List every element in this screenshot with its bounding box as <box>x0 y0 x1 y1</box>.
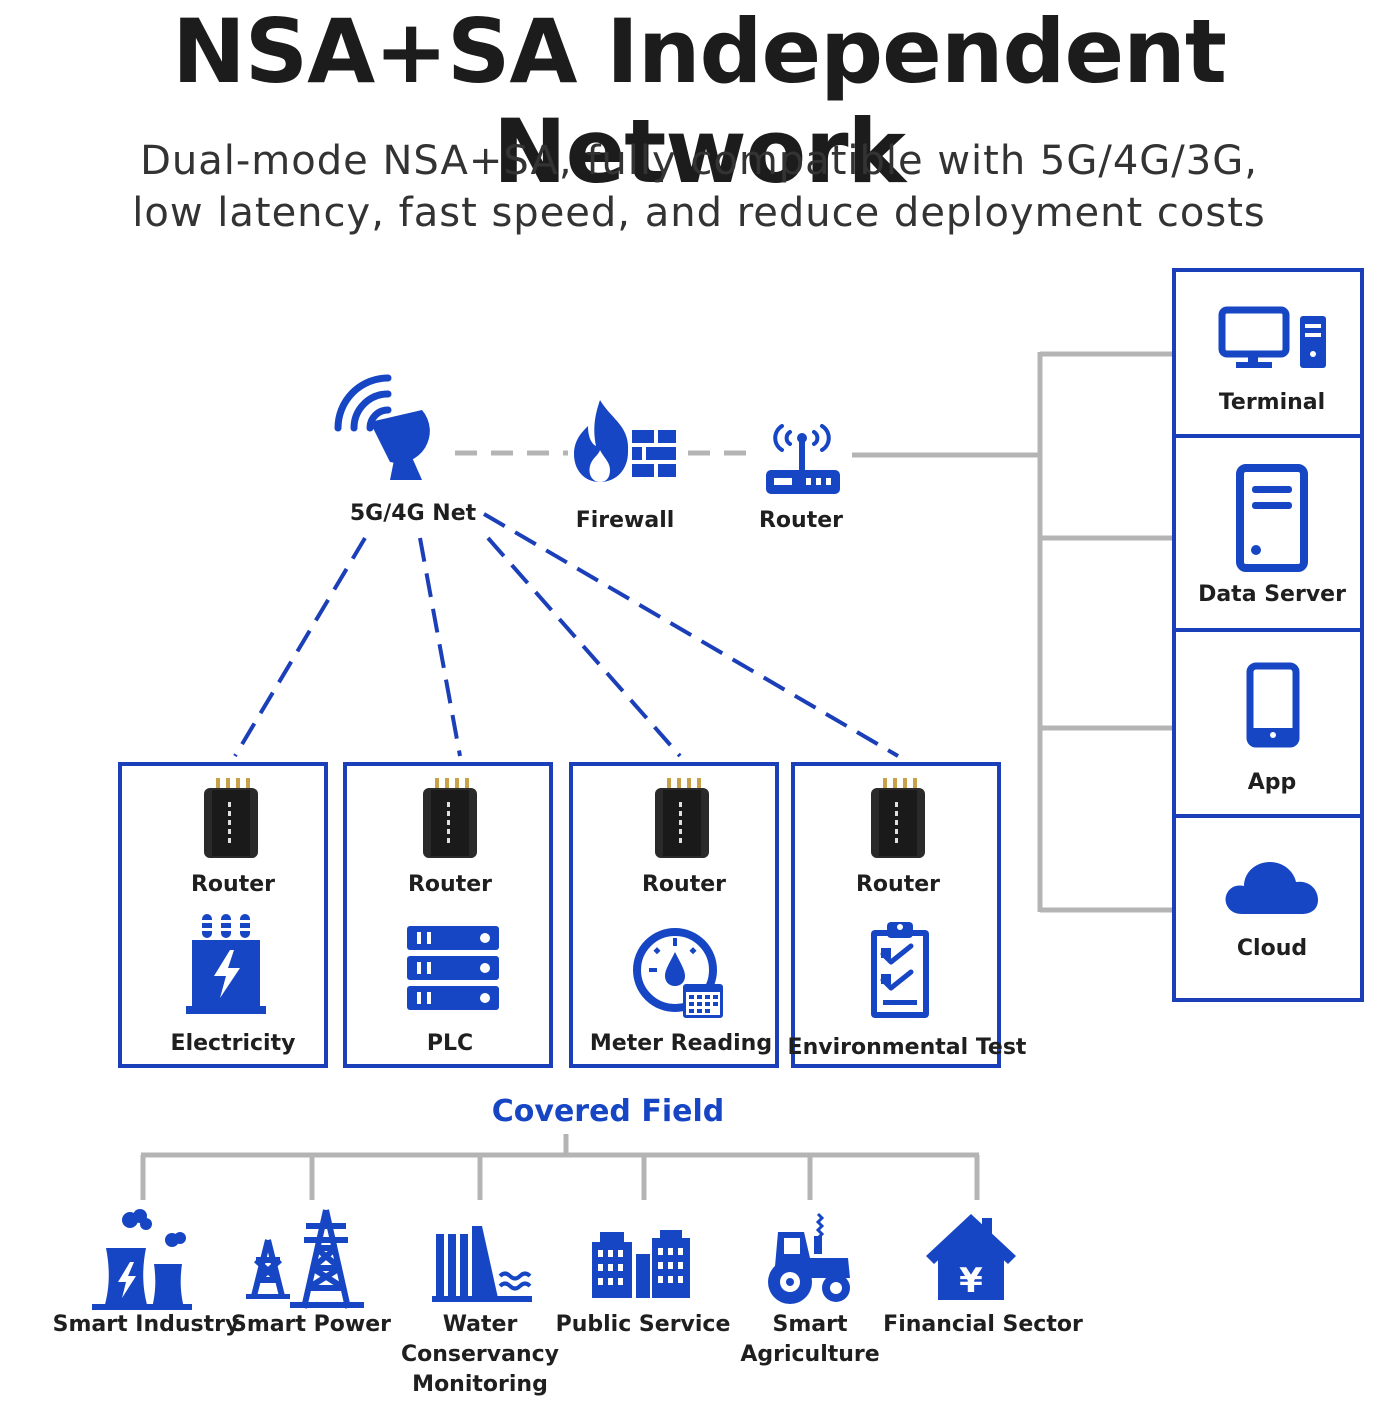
device-label-plc: PLC <box>426 1031 474 1056</box>
field-label-water-conservancy-monitoring-line-2: Conservancy <box>400 1342 560 1367</box>
link-env <box>482 512 900 758</box>
link-electricity <box>233 536 367 758</box>
transformer-icon <box>186 914 266 1014</box>
field-label-financial-sector: Financial Sector <box>883 1312 1083 1337</box>
svg-text:¥: ¥ <box>959 1261 983 1301</box>
firewall-label: Firewall <box>575 508 675 533</box>
link-plc <box>418 537 462 757</box>
meter-icon <box>633 928 723 1018</box>
link-meter <box>486 536 682 758</box>
dam-icon <box>432 1226 532 1302</box>
page-title: NSA+SA Independent Network <box>172 0 1227 203</box>
device-label-environmental-test: Environmental Test <box>787 1035 1027 1060</box>
factory-icon <box>92 1209 192 1310</box>
device-router-label: Router <box>641 872 727 897</box>
power-tower-icon <box>246 1209 364 1309</box>
cloud-icon <box>1225 862 1318 914</box>
subtitle-line-2: low latency, fast speed, and reduce depl… <box>132 190 1266 236</box>
terminal-label: Terminal <box>1218 390 1326 415</box>
plc-icon <box>407 926 499 1010</box>
buildings-icon <box>592 1230 690 1298</box>
industrial-router-icon <box>871 778 925 858</box>
app-card: App <box>1172 628 1364 818</box>
data-server-label: Data Server <box>1198 582 1346 607</box>
app-label: App <box>1247 770 1297 795</box>
bank-icon: ¥ <box>926 1214 1016 1301</box>
industrial-router-icon <box>423 778 477 858</box>
net-label: 5G/4G Net <box>349 501 477 526</box>
device-label-electricity: Electricity <box>170 1031 296 1056</box>
wifi-router-icon <box>766 424 840 494</box>
phone-icon <box>1246 662 1300 748</box>
field-label-smart-agriculture-line-1: Smart <box>772 1312 848 1337</box>
covered-field-title: Covered Field <box>491 1094 725 1129</box>
field-label-water-conservancy-monitoring-line-3: Monitoring <box>412 1372 548 1397</box>
device-router-label: Router <box>407 872 493 897</box>
computer-icon <box>1218 306 1326 368</box>
clipboard-icon <box>871 922 929 1018</box>
data-server-card: Data Server <box>1172 434 1364 632</box>
field-label-smart-power: Smart Power <box>231 1312 391 1337</box>
server-icon <box>1236 464 1308 572</box>
subtitle-line-1: Dual-mode NSA+SA, fully compatible with … <box>140 138 1258 184</box>
tractor-icon <box>768 1212 850 1304</box>
device-router-label: Router <box>855 872 941 897</box>
field-label-smart-agriculture-line-2: Agriculture <box>740 1342 880 1367</box>
firewall-icon <box>574 400 676 482</box>
cloud-label: Cloud <box>1236 936 1308 961</box>
field-label-water-conservancy-monitoring-line-1: Water <box>442 1312 518 1337</box>
cloud-card: Cloud <box>1172 814 1364 1002</box>
device-box-environmental-test: Router Environmental Test <box>788 762 1026 1068</box>
device-router-label: Router <box>190 872 276 897</box>
field-label-public-service: Public Service <box>555 1312 731 1337</box>
industrial-router-icon <box>655 778 709 858</box>
device-box-electricity: Router Electricity <box>118 762 328 1068</box>
terminal-card: Terminal <box>1172 268 1364 438</box>
router-label: Router <box>758 508 844 533</box>
device-label-meter-reading: Meter Reading <box>589 1031 773 1056</box>
device-box-meter-reading: Router Meter Reading <box>569 762 779 1068</box>
right-panel: Terminal Data Server App Cloud <box>1172 268 1364 1002</box>
device-box-plc: Router PLC <box>343 762 553 1068</box>
satellite-antenna-icon <box>334 374 430 480</box>
industrial-router-icon <box>204 778 258 858</box>
field-label-smart-industry: Smart Industry <box>52 1312 240 1337</box>
